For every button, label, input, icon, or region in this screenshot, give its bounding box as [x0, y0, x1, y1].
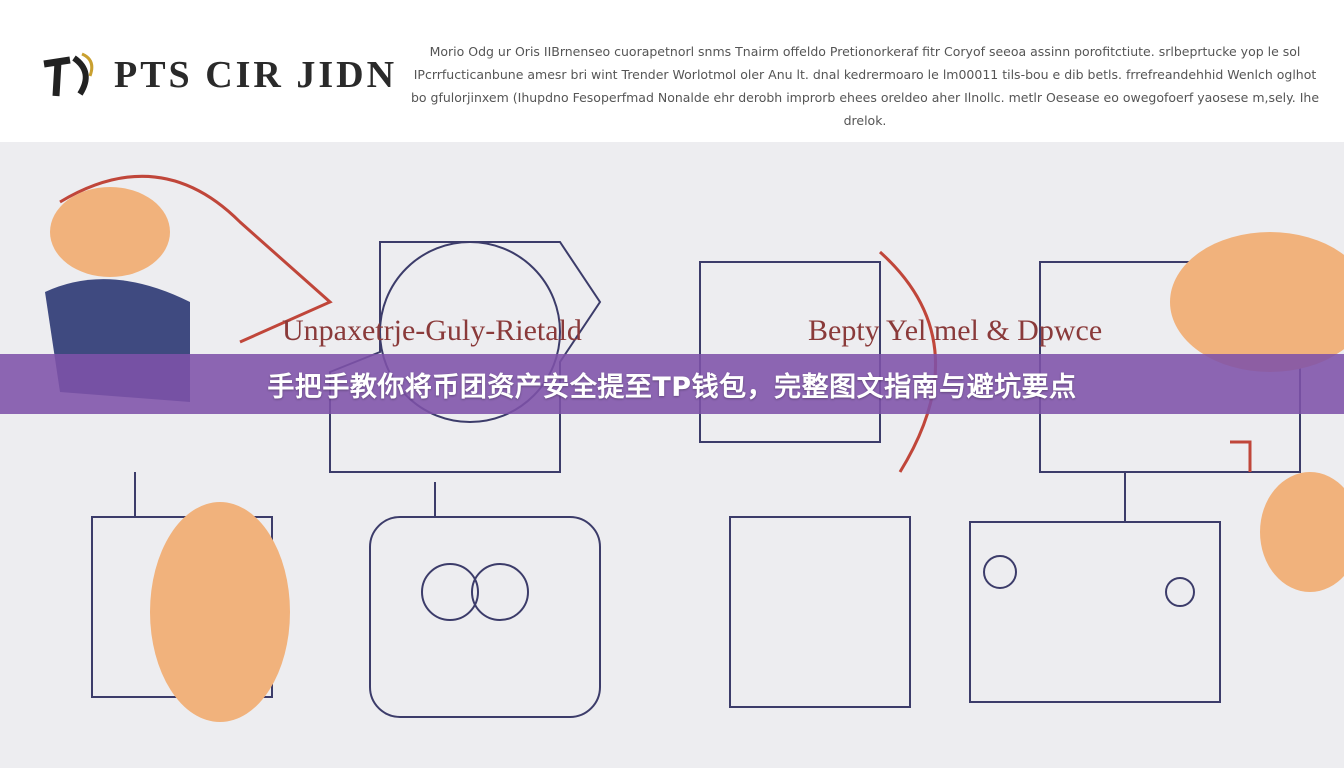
header-strip: PTS CIR JIDN Morio Odg ur Oris IIBrnense… — [0, 0, 1344, 142]
logo: PTS CIR JIDN — [40, 50, 397, 100]
article-title: 手把手教你将币团资产安全提至TP钱包，完整图文指南与避坑要点 — [267, 371, 1077, 403]
header-blurb: Morio Odg ur Oris IIBrnenseo cuorapetnor… — [410, 44, 1320, 128]
hand-top-right — [1170, 232, 1344, 372]
illustration-heading-right: Bepty Yel mel & Dpwce — [808, 314, 1103, 347]
logo-mark-icon — [43, 52, 94, 97]
illustration: Unpaxetrje-Guly-Rietald Bepty Yel mel & … — [0, 142, 1344, 768]
hand-bottom-right — [1260, 472, 1344, 592]
illustration-heading-left: Unpaxetrje-Guly-Rietald — [282, 314, 582, 347]
logo-text: PTS CIR JIDN — [114, 54, 398, 96]
hand-top-left — [50, 187, 170, 277]
hand-bottom-left — [150, 502, 290, 722]
diagram-sketch — [45, 174, 1344, 722]
title-banner: 手把手教你将币团资产安全提至TP钱包，完整图文指南与避坑要点 — [0, 354, 1344, 414]
